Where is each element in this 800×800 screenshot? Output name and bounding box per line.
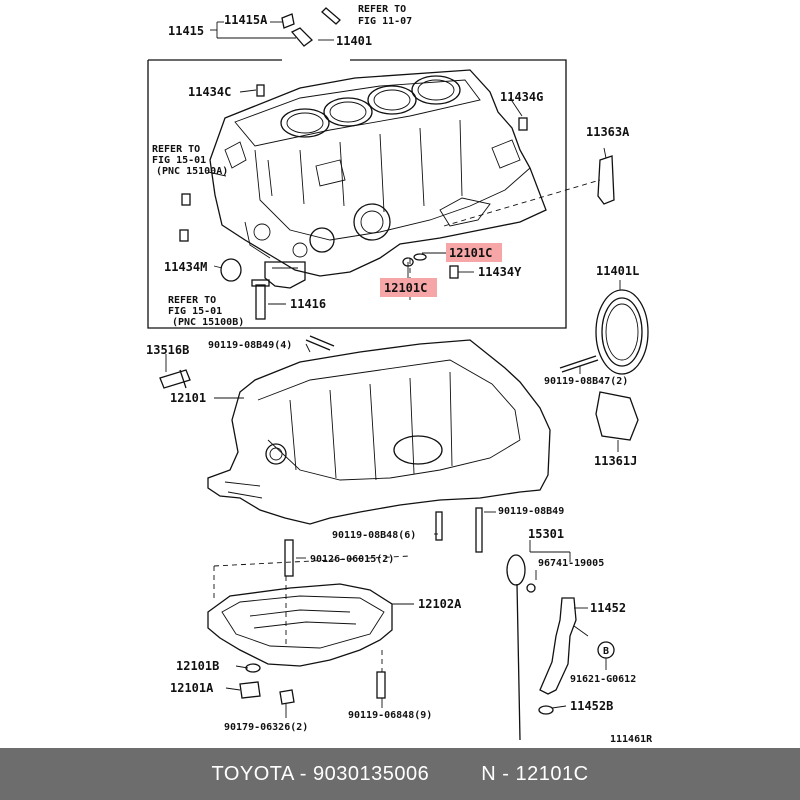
label-11415: 11415 [168,24,204,38]
label-11363a: 11363A [586,125,630,139]
label-11434c: 11434C [188,85,231,99]
label-11434m: 11434M [164,260,207,274]
label-11452b: 11452B [570,699,613,713]
label-90119-08b49-4: 90119-08B49(4) [208,340,292,351]
label-refer-15-01a-line2: FIG 15-01 [152,155,206,166]
label-refer-15-01a-line3: (PNC 15100A) [156,166,228,177]
label-96741-19005: 96741-19005 [538,558,604,569]
footer-brand-part-number: TOYOTA - 9030135006 [211,762,430,785]
bolts [159,335,599,705]
label-11416: 11416 [290,297,326,311]
rear-oil-seal [595,289,649,375]
label-15301: 15301 [528,527,564,541]
label-90179-06326-2: 90179-06326(2) [224,722,308,733]
label-refer-fig-11-07-line1: REFER TO [358,4,406,15]
label-11452: 11452 [590,601,626,615]
label-91621-g0612: 91621-G0612 [570,674,636,685]
label-refer-15-01a-line1: REFER TO [152,144,200,155]
dipstick [506,554,536,741]
label-11401l: 11401L [596,264,639,278]
label-12102a: 12102A [418,597,462,611]
label-refer-15-01b-line2: FIG 15-01 [168,306,222,317]
alignment-lines [213,179,601,672]
top-fittings [281,7,341,47]
oil-pan [207,583,393,667]
engine-block-frame [147,59,567,329]
label-90119-08b47-2: 90119-08B47(2) [544,376,628,387]
label-12101a: 12101A [170,681,214,695]
label-12101c-bottom: 12101C [384,281,427,295]
label-11415a: 11415A [224,13,268,27]
label-circle-b: B [603,646,609,657]
label-refer-15-01b-line1: REFER TO [168,295,216,306]
label-11361j: 11361J [594,454,637,468]
label-11434g: 11434G [500,90,543,104]
label-12101c-top: 12101C [449,246,492,260]
highlight-12101c-bottom [380,278,437,297]
bracket-11363a [597,155,615,205]
leader-lines [165,21,621,718]
crankcase-stiffener [207,339,551,525]
label-90119-08b49: 90119-08B49 [498,506,564,517]
label-refer-15-01b-line3: (PNC 15100B) [172,317,244,328]
footer-reference-code: N - 12101C [481,762,589,785]
block-small-parts [179,84,528,320]
label-11434y: 11434Y [478,265,522,279]
label-12101b: 12101B [176,659,219,673]
label-12101: 12101 [170,391,206,405]
label-11401: 11401 [336,34,372,48]
cylinder-block [209,69,547,277]
cover-11361j [595,391,639,441]
figure-code: 111461R [610,734,653,745]
circle-b-marker [597,641,615,659]
label-90119-06848-9: 90119-06848(9) [348,710,432,721]
label-13516b: 13516B [146,343,189,357]
label-90119-08b48-6: 90119-08B48(6) [332,530,416,541]
parts-diagram: 11415 11415A REFER TO FIG 11-07 11401 11… [146,4,653,745]
label-90126-06015-2: 90126-06015(2) [310,554,394,565]
highlight-12101c-top [446,243,502,262]
drain-plug [239,663,261,699]
footer-bar: TOYOTA - 9030135006 N - 12101C [0,748,800,800]
label-refer-fig-11-07-line2: FIG 11-07 [358,16,412,27]
dipstick-guide [538,597,589,715]
